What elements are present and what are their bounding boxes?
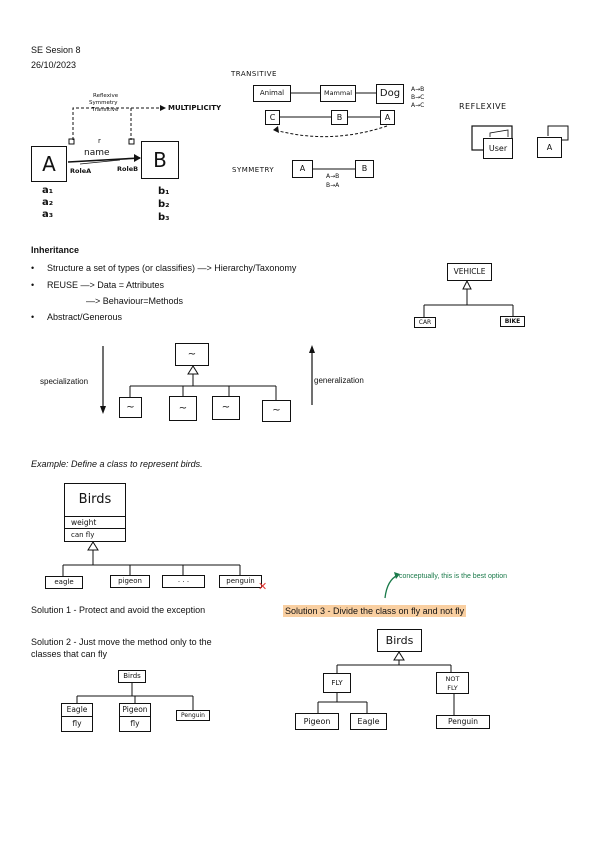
s3-notfly-box: NOT FLY (436, 672, 469, 694)
hierarchy-diagram: ~ ~ ~ ~ ~ (0, 330, 599, 440)
s2-eagle-box: Eagle fly (61, 703, 93, 732)
solution-1: Solution 1 - Protect and avoid the excep… (31, 605, 206, 615)
s3-fly-box: FLY (323, 673, 351, 693)
solution-2-lines (76, 683, 194, 710)
association-diagram: Reflexive Symmetry Transitive MULTIPLICI… (0, 0, 599, 230)
b-box: B (331, 110, 348, 125)
multiplicity-label: MULTIPLICITY (168, 104, 222, 112)
association-lines (67, 105, 166, 165)
s2-penguin-box: Penguin (176, 710, 210, 721)
user-box: User (483, 138, 513, 159)
hierarchy-lines (100, 345, 315, 414)
symmetry-title: SYMMETRY (232, 166, 275, 174)
other-box: . . . (162, 575, 205, 588)
c-box: C (265, 110, 280, 125)
subclass-box: ~ (212, 396, 240, 420)
symmetry-a-box: A (292, 160, 313, 178)
inheritance-heading: Inheritance (31, 245, 80, 255)
annot-reflexive: Reflexive (93, 93, 119, 99)
solution-3-diagram: Birds FLY NOT FLY Pigeon Eagle Penguin (280, 620, 599, 740)
example-intro: Example: Define a class to represent bir… (31, 459, 203, 469)
reflexive-title: REFLEXIVE (459, 102, 507, 111)
car-box: CAR (414, 317, 436, 328)
s3-penguin-box: Penguin (436, 715, 490, 729)
transitive-title: TRANSITIVE (231, 70, 277, 78)
page-date: 26/10/2023 (31, 60, 77, 70)
bullet-reuse: REUSE —> Data = Attributes (47, 280, 165, 290)
transitive-lines (273, 92, 388, 138)
birds-lines (62, 541, 241, 576)
annot-transitive: Transitive (92, 107, 119, 113)
reflexive-diagram: REFLEXIVE User A (0, 0, 599, 230)
generalization-label: generalization (314, 376, 364, 385)
birds-diagram: Birds weight can fly eagle pigeon . . . … (0, 470, 599, 600)
dog-box: Dog (376, 84, 404, 104)
vehicle-box: VEHICLE (447, 263, 492, 281)
s3-birds-box: Birds (377, 629, 422, 652)
pigeon-box: pigeon (110, 575, 150, 588)
page-title: SE Sesion 8 (31, 45, 81, 55)
base-class-box: ~ (175, 343, 209, 366)
annot-symmetry: Symmetry (89, 100, 118, 106)
best-option-note: conceptually, this is the best option (399, 573, 508, 580)
vehicle-diagram: VEHICLE CAR BIKE (0, 0, 599, 340)
bullet-abstract: Abstract/Generous (47, 312, 123, 322)
bullet-item: • (31, 280, 35, 290)
role-a-label: RoleA (70, 167, 92, 175)
vehicle-lines (423, 279, 514, 317)
class-a-box: A (31, 146, 67, 182)
s2-pigeon-box: Pigeon fly (119, 703, 151, 732)
eagle-box: eagle (45, 576, 83, 589)
s2-birds-box: Birds (118, 670, 146, 683)
subclass-box: ~ (119, 397, 142, 418)
mammal-box: Mammal (320, 85, 356, 102)
subclass-box: ~ (169, 396, 197, 421)
cross-icon: ✕ (258, 580, 268, 593)
reflexive-a-box: A (537, 137, 562, 158)
bike-box: BIKE (500, 316, 525, 327)
animal-box: Animal (253, 85, 291, 102)
s3-eagle-box: Eagle (350, 713, 387, 730)
specialization-label: specialization (40, 377, 89, 386)
a-box: A (380, 110, 395, 125)
symmetry-lines (313, 168, 355, 170)
solution-2-line2: classes that can fly (31, 649, 108, 659)
solution-3: Solution 3 - Divide the class on fly and… (283, 605, 467, 617)
class-b-box: B (141, 141, 179, 179)
association-name-label: name (84, 148, 110, 158)
subclass-box: ~ (262, 400, 291, 422)
solution-2-diagram: Birds Eagle fly Pigeon fly Penguin (0, 660, 300, 750)
solution-2-line1: Solution 2 - Just move the method only t… (31, 637, 212, 647)
s3-pigeon-box: Pigeon (295, 713, 339, 730)
symmetry-b-box: B (355, 160, 374, 178)
bullet-reuse-sub: —> Behaviour=Methods (86, 296, 184, 306)
bullet-structure: Structure a set of types (or classifies)… (47, 263, 297, 273)
solution-3-lines (317, 651, 455, 715)
penguin-box: penguin (219, 575, 262, 588)
role-b-label: RoleB (117, 165, 139, 173)
role-r-label: r (98, 137, 101, 145)
birds-class-box: Birds weight can fly (64, 483, 126, 542)
bullet-item: • (31, 263, 35, 273)
bullet-item: • (31, 312, 35, 322)
